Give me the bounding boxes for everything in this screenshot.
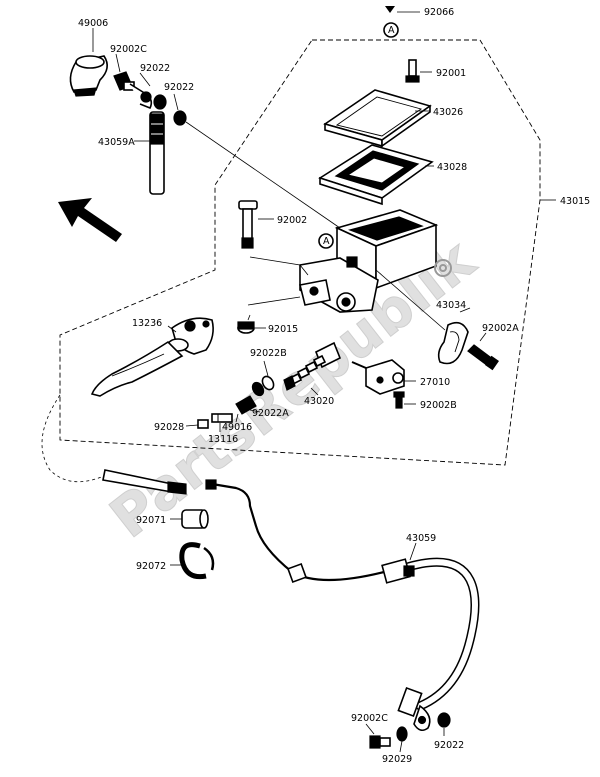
label-92028: 92028 xyxy=(154,422,184,433)
nut-92015 xyxy=(237,321,255,334)
label-49016: 49016 xyxy=(222,422,252,433)
front-arrow-icon xyxy=(58,198,122,242)
bushing-13116 xyxy=(211,413,233,423)
label-92022b: 92022B xyxy=(250,348,287,359)
ref-a-marker-body xyxy=(318,233,334,249)
ref-a-marker-body-label: A xyxy=(323,236,330,247)
washer-92022b xyxy=(261,375,275,391)
washer-92022-c xyxy=(396,726,408,742)
diaphragm-43028 xyxy=(318,144,434,206)
label-92015: 92015 xyxy=(268,324,298,335)
washer-92022b-2 xyxy=(251,381,265,397)
label-92022-c: 92022 xyxy=(434,740,464,751)
watermark: PartsRepublik xyxy=(99,227,489,551)
washer-92022-b xyxy=(173,110,187,126)
grommet-92071 xyxy=(181,509,209,529)
label-92022a: 92022A xyxy=(252,408,289,419)
ref-a-marker-top xyxy=(383,22,399,38)
part-92066-icon xyxy=(385,6,395,13)
label-92066: 92066 xyxy=(424,7,454,18)
piston-kit-43020 xyxy=(283,341,342,391)
label-92002: 92002 xyxy=(277,215,307,226)
label-13116: 13116 xyxy=(208,434,238,445)
label-43059a: 43059A xyxy=(98,137,135,148)
label-92071: 92071 xyxy=(136,515,166,526)
push-rod-49016 xyxy=(235,395,257,415)
switch-27010 xyxy=(351,359,405,395)
label-43059: 43059 xyxy=(406,533,436,544)
bolt-92002a xyxy=(467,344,499,371)
screw-92001 xyxy=(405,59,420,83)
reservoir-cap-43026 xyxy=(323,89,432,148)
label-43026: 43026 xyxy=(433,107,463,118)
label-92022-b: 92022 xyxy=(164,82,194,93)
label-92029: 92029 xyxy=(382,754,412,765)
label-27010: 27010 xyxy=(420,377,450,388)
clutch-lever-13236 xyxy=(90,317,214,397)
washer-92022-d xyxy=(437,712,451,728)
screw-92002b xyxy=(393,391,405,409)
gear-icon xyxy=(434,259,452,277)
label-92002c-top: 92002C xyxy=(110,44,147,55)
hose-43059a xyxy=(149,111,165,195)
label-43034: 43034 xyxy=(436,300,466,311)
label-43015: 43015 xyxy=(560,196,590,207)
clamp-43034 xyxy=(437,321,469,365)
washer-92022-a xyxy=(153,94,167,110)
clutch-hose-43059 xyxy=(205,479,480,718)
clamp-92072 xyxy=(179,542,215,580)
label-13236: 13236 xyxy=(132,318,162,329)
label-43028: 43028 xyxy=(437,162,467,173)
banjo-bottom xyxy=(413,704,431,732)
assembly-outline xyxy=(59,39,541,466)
label-92001: 92001 xyxy=(436,68,466,79)
reservoir-hose-92071-set xyxy=(102,469,187,495)
banjo-fitting xyxy=(129,83,153,110)
label-92072: 92072 xyxy=(136,561,166,572)
master-cylinder-body xyxy=(299,209,439,313)
cap-49006 xyxy=(69,55,108,97)
ref-a-marker-top-label: A xyxy=(388,25,395,36)
label-49006: 49006 xyxy=(78,18,108,29)
label-92022-a: 92022 xyxy=(140,63,170,74)
label-92002c-bottom: 92002C xyxy=(351,713,388,724)
bolt-92002 xyxy=(238,200,258,249)
label-92002b: 92002B xyxy=(420,400,457,411)
fitting-92002c-top xyxy=(113,71,135,91)
bolt-92002c-bottom xyxy=(369,735,391,749)
pin-92028 xyxy=(197,419,209,429)
label-92002a: 92002A xyxy=(482,323,519,334)
label-43020: 43020 xyxy=(304,396,334,407)
